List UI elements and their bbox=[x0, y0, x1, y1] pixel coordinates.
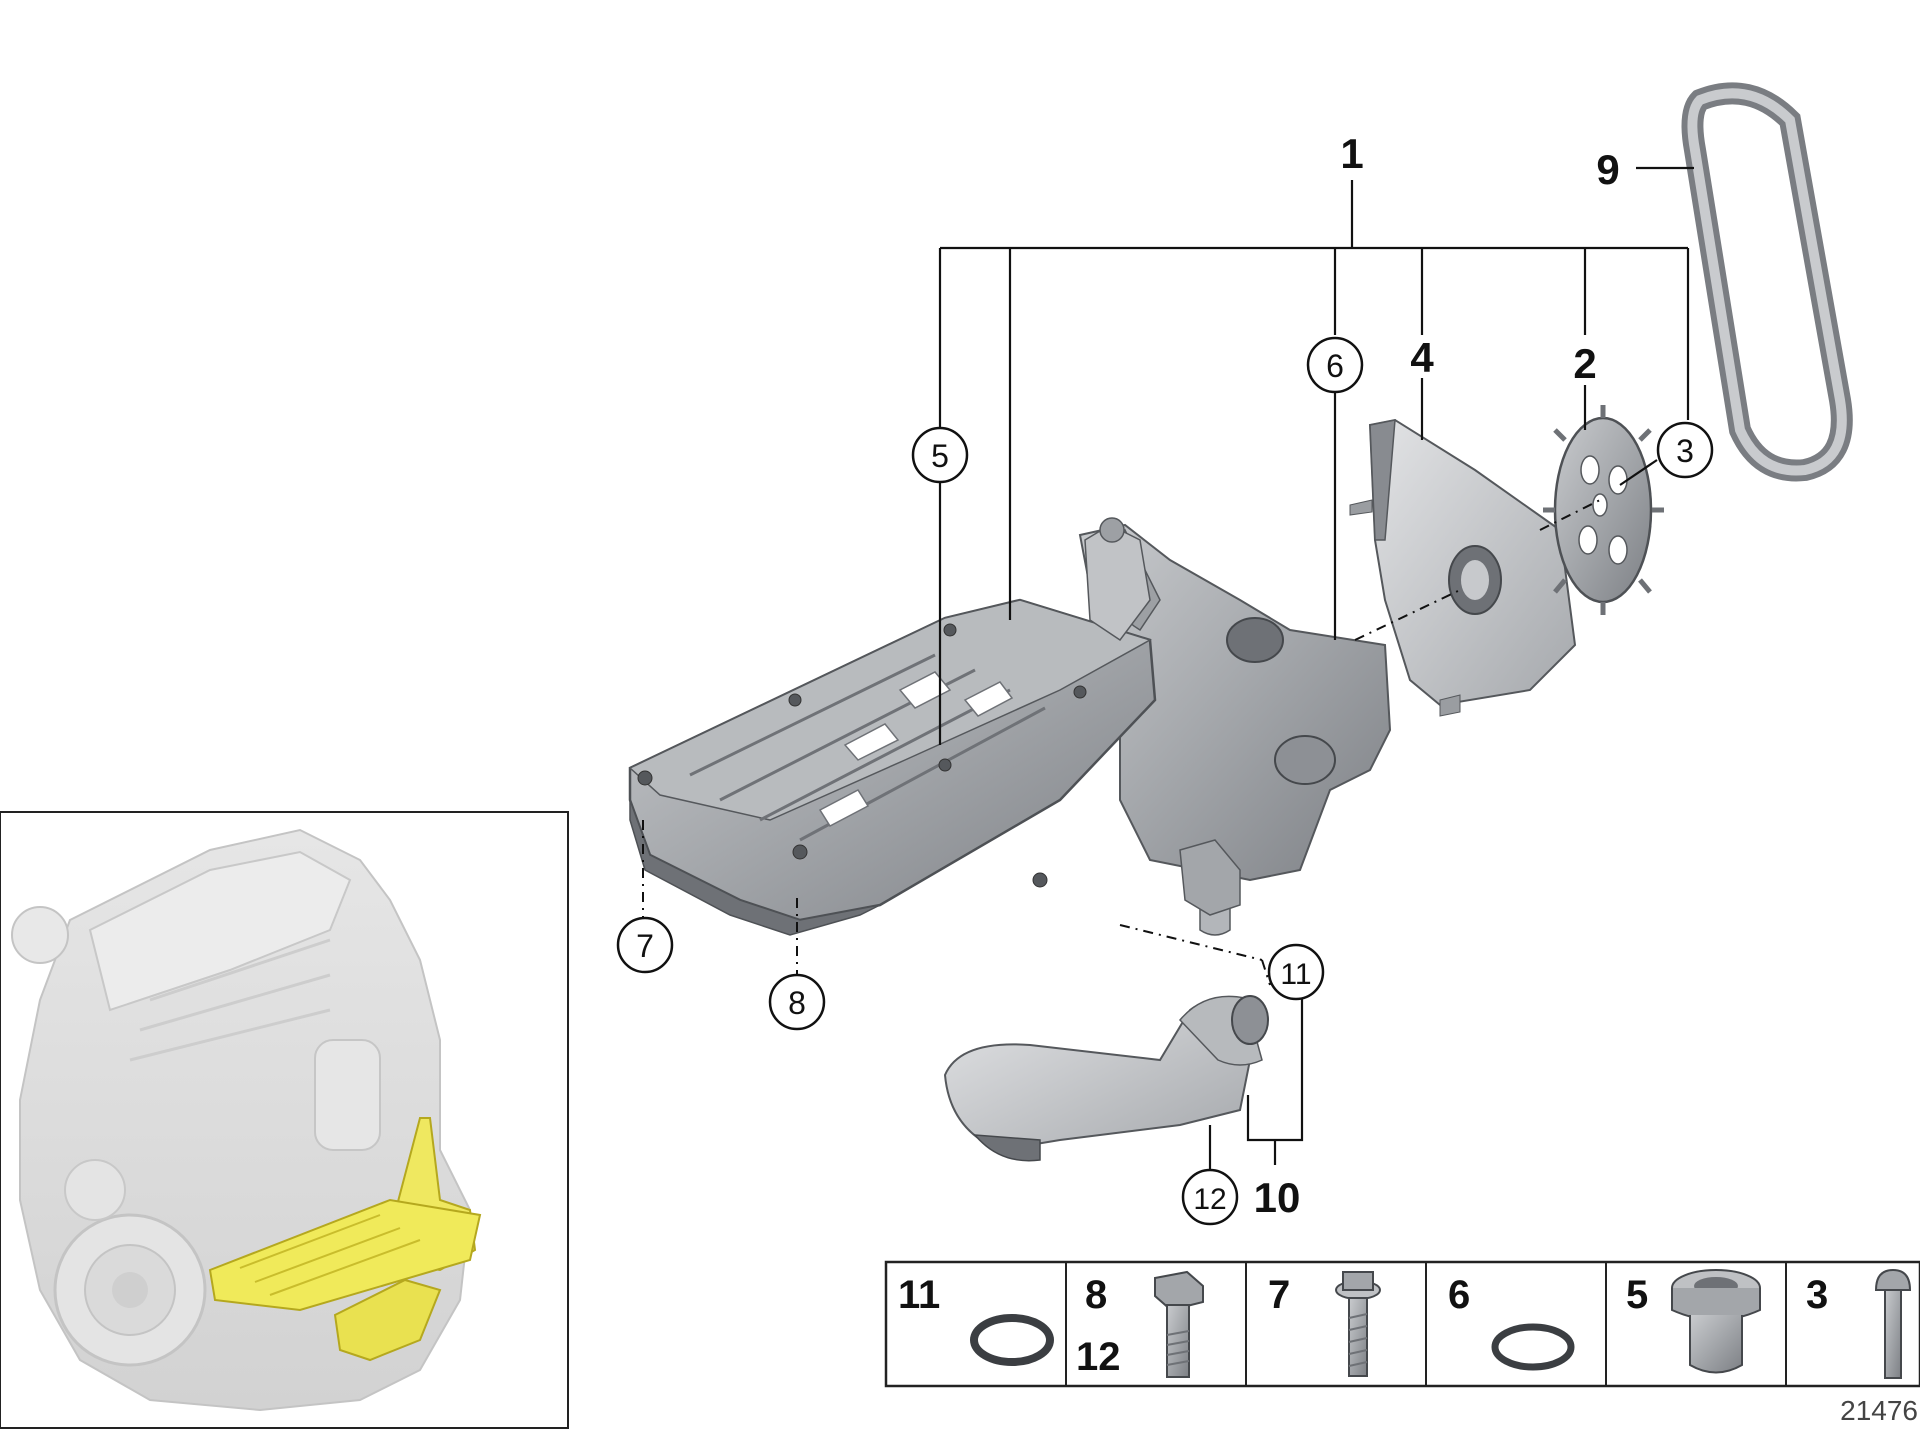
image-number: 21476 bbox=[1840, 1395, 1918, 1426]
svg-text:12: 12 bbox=[1076, 1335, 1121, 1379]
svg-text:8: 8 bbox=[1085, 1273, 1107, 1317]
callout-labels: 1 2 4 9 10 3 5 6 7 8 11 12 bbox=[616, 130, 1714, 1226]
callout-8-circle: 8 bbox=[768, 973, 826, 1031]
callout-1: 1 bbox=[1340, 130, 1363, 177]
callout-11-circle: 11 bbox=[1267, 943, 1325, 1001]
callout-2: 2 bbox=[1573, 340, 1596, 387]
leader-lines bbox=[938, 166, 1694, 1170]
hardware-cell-5: 5 bbox=[1626, 1269, 1761, 1374]
oil-pump-assembly bbox=[628, 517, 1392, 936]
engine-overview-inset bbox=[0, 811, 569, 1429]
pump-cover-plate bbox=[1349, 418, 1577, 717]
oil-pickup-pipe bbox=[943, 995, 1269, 1162]
callout-7-circle: 7 bbox=[616, 916, 674, 974]
dash-lines bbox=[642, 499, 1601, 986]
svg-text:3: 3 bbox=[1806, 1273, 1828, 1317]
svg-text:6: 6 bbox=[1326, 348, 1344, 384]
hardware-cell-6: 6 bbox=[1448, 1273, 1575, 1371]
hardware-cell-7: 7 bbox=[1268, 1271, 1381, 1377]
callout-12-circle: 12 bbox=[1181, 1168, 1239, 1226]
pump-sprocket bbox=[1543, 405, 1664, 615]
hardware-cell-8-12: 8 12 bbox=[1076, 1270, 1204, 1379]
oil-pump-highlight bbox=[208, 1117, 482, 1362]
round-bolt-icon bbox=[1874, 1268, 1912, 1379]
hardware-cell-11: 11 bbox=[898, 1273, 1054, 1366]
drive-chain bbox=[1681, 82, 1853, 482]
svg-text:7: 7 bbox=[636, 928, 654, 964]
svg-text:5: 5 bbox=[931, 438, 949, 474]
bushing-icon bbox=[1671, 1269, 1761, 1374]
svg-text:11: 11 bbox=[1280, 958, 1311, 991]
svg-text:7: 7 bbox=[1268, 1273, 1290, 1317]
callout-6-circle: 6 bbox=[1306, 336, 1364, 394]
svg-text:8: 8 bbox=[788, 985, 806, 1021]
callout-5-circle: 5 bbox=[911, 426, 969, 484]
o-ring-icon bbox=[1491, 1323, 1575, 1371]
callout-9: 9 bbox=[1596, 146, 1619, 193]
svg-text:3: 3 bbox=[1676, 433, 1694, 469]
callout-3-circle: 3 bbox=[1656, 421, 1714, 479]
hex-bolt-icon bbox=[1154, 1270, 1204, 1378]
svg-text:6: 6 bbox=[1448, 1273, 1470, 1317]
hardware-table: 11 8 12 7 bbox=[884, 1260, 1920, 1388]
o-ring-icon bbox=[970, 1314, 1054, 1366]
callout-4: 4 bbox=[1410, 334, 1434, 381]
callout-10: 10 bbox=[1254, 1174, 1301, 1221]
svg-text:12: 12 bbox=[1193, 1183, 1226, 1216]
hardware-cell-3: 3 bbox=[1806, 1268, 1912, 1379]
flange-bolt-icon bbox=[1335, 1271, 1381, 1377]
svg-text:5: 5 bbox=[1626, 1273, 1648, 1317]
svg-text:11: 11 bbox=[898, 1273, 940, 1317]
